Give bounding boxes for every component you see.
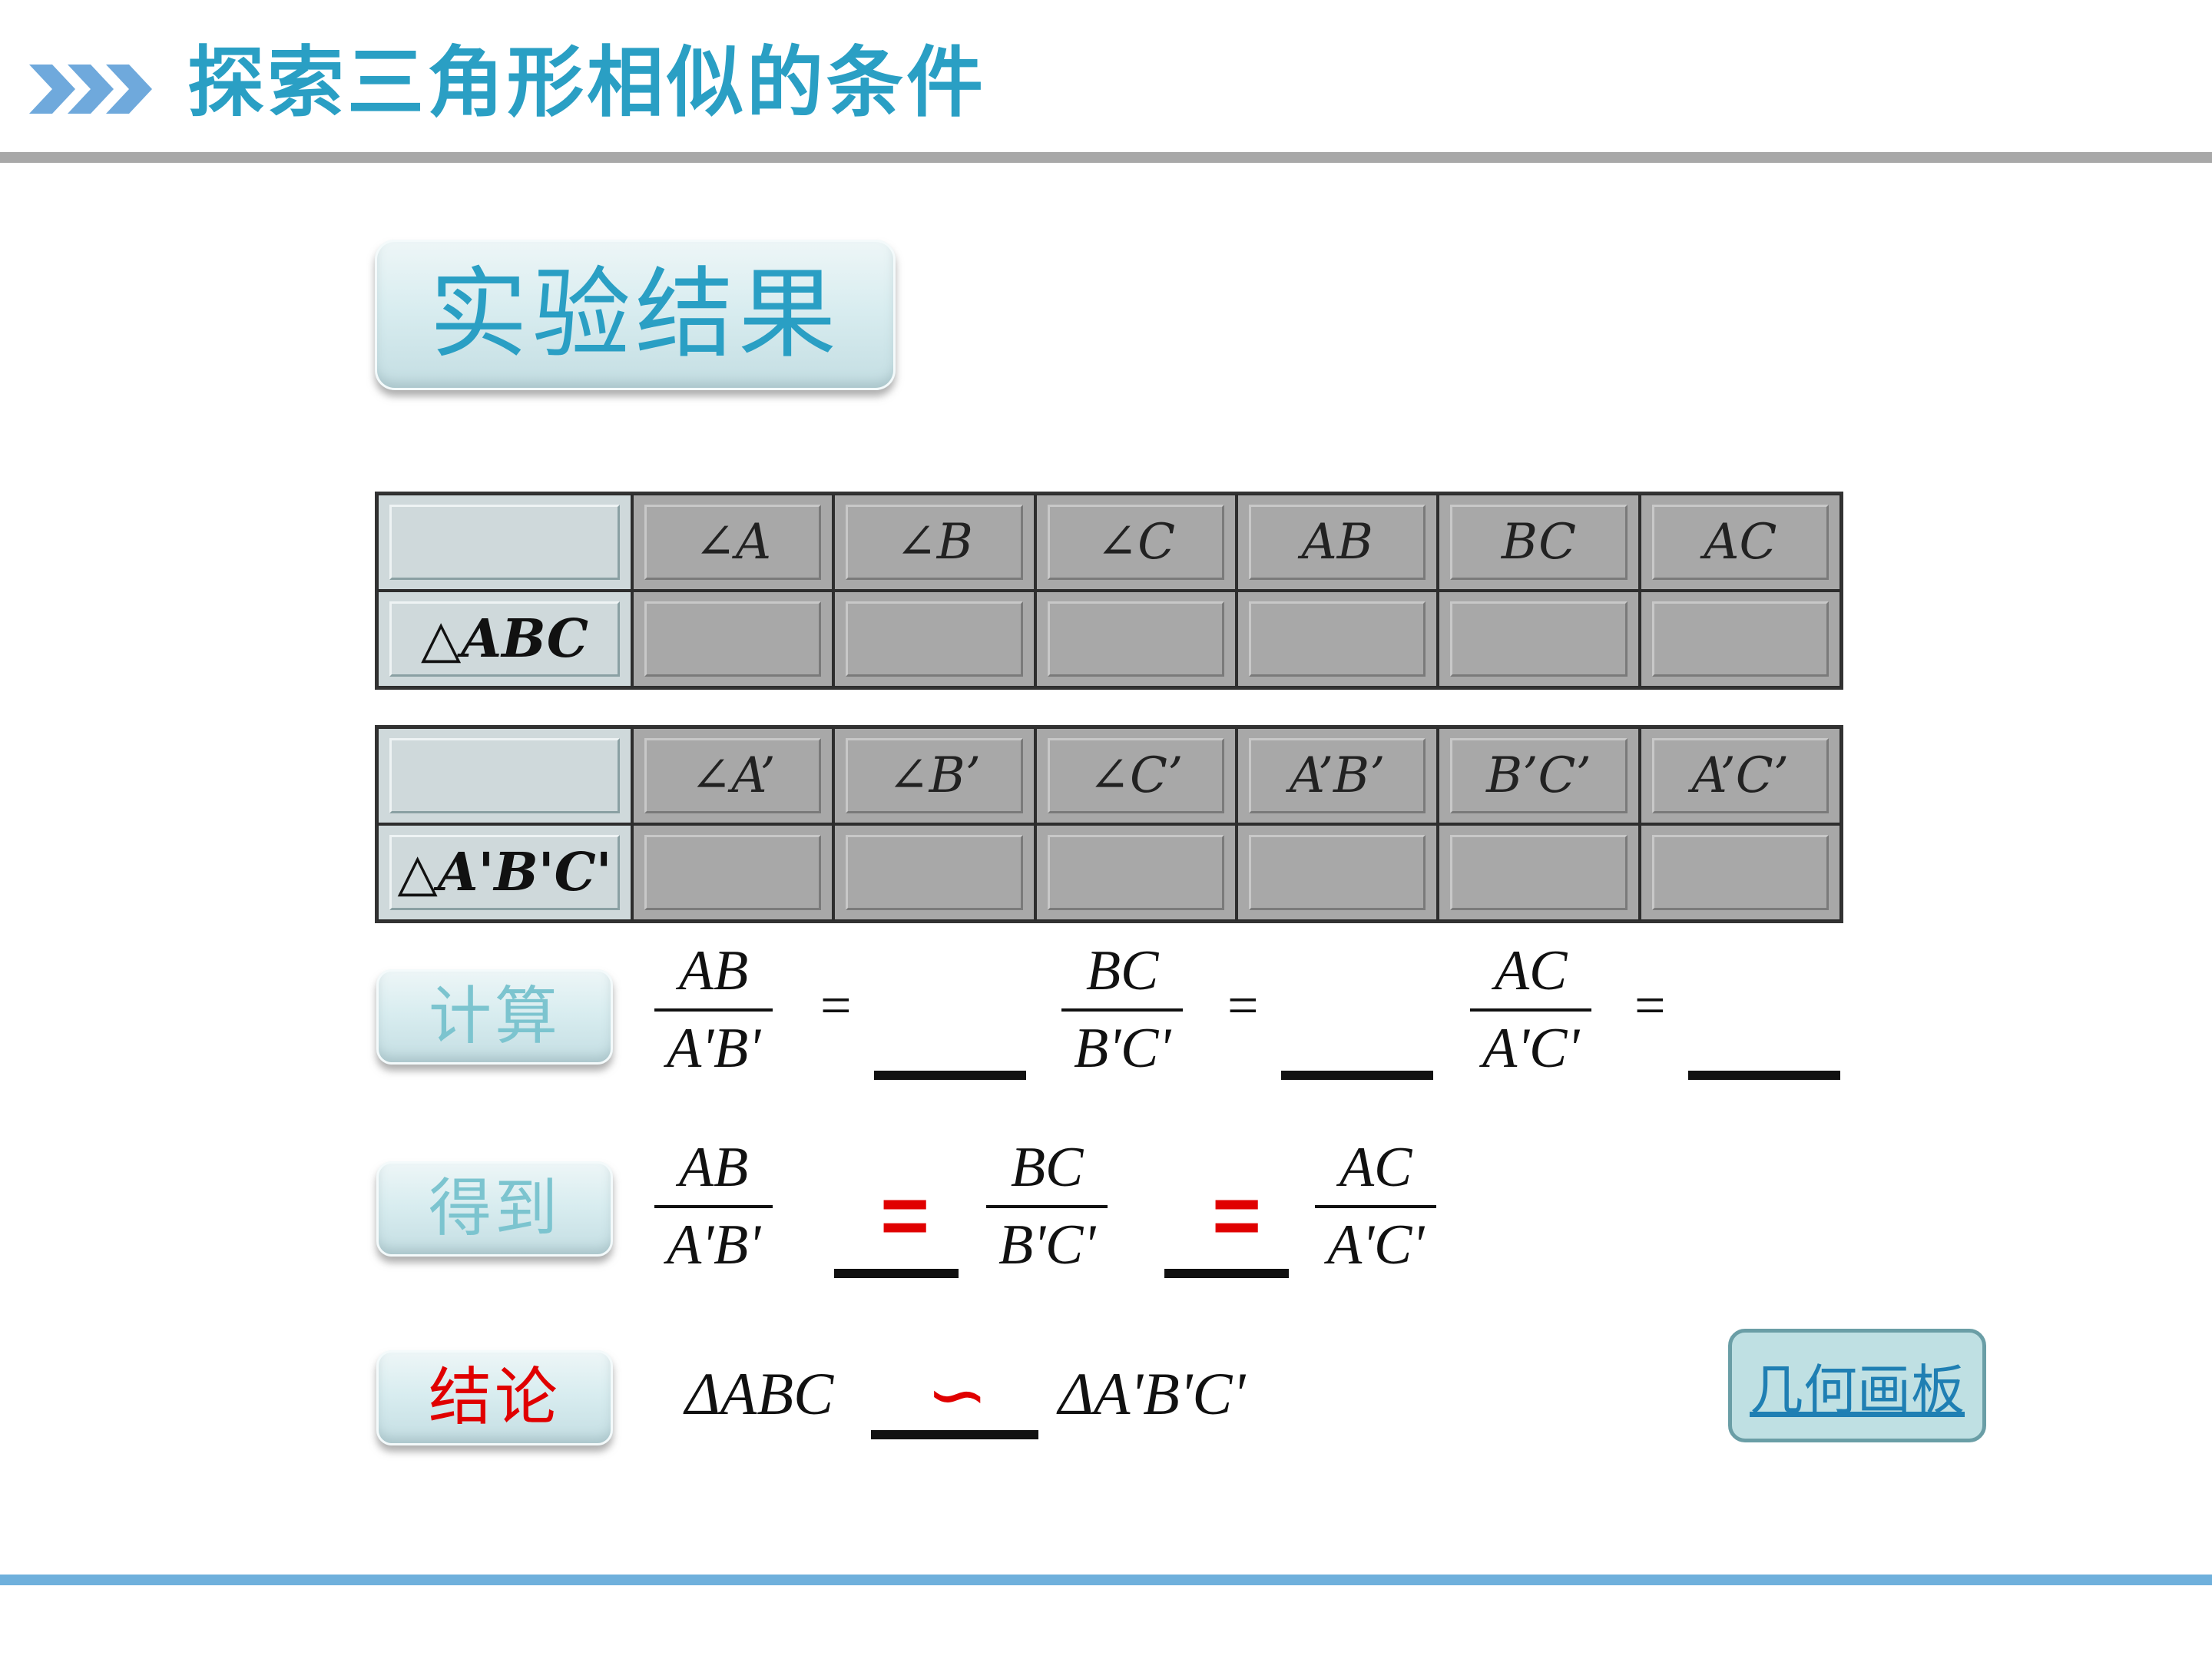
section-title: 实验结果 [375,240,896,390]
calc-equals: = [820,975,852,1036]
footer-divider [0,1575,2212,1585]
table-header-cell: B’C’ [1438,727,1640,824]
obtain-blank-2[interactable] [1164,1269,1289,1278]
similar-sign: ∽ [926,1352,988,1438]
calc-answer-blank-1[interactable] [874,1071,1026,1080]
obtain-equals-red: = [880,1168,930,1263]
table-value-cell[interactable] [1438,824,1640,921]
table-header-cell: A’B’ [1237,727,1439,824]
table-a-prime: ∠A’ ∠B’ ∠C’ A’B’ B’C’ A’C’ △A'B'C' [375,725,1843,923]
header-divider [0,152,2212,163]
conclusion-right-triangle: ΔA'B'C' [1058,1360,1246,1427]
table-abc: ∠A ∠B ∠C AB BC AC △ABC [375,492,1843,690]
table-value-cell[interactable] [632,591,834,687]
table-header-cell: ∠A’ [632,727,834,824]
calc-answer-blank-2[interactable] [1281,1071,1433,1080]
calc-equals: = [1227,975,1259,1036]
table-corner-cell [377,727,632,824]
table-header-cell: ∠B [833,494,1035,591]
geometry-sketchpad-link[interactable]: 几何画板 [1728,1329,1986,1442]
table-header-cell: ∠C’ [1035,727,1237,824]
page-title: 探索三角形相似的条件 [187,38,986,127]
table-row-label: △A'B'C' [377,824,632,921]
calc-button[interactable]: 计算 [376,969,613,1065]
table-value-cell[interactable] [1035,824,1237,921]
table-value-cell[interactable] [1237,591,1439,687]
conclusion-blank[interactable] [871,1430,1038,1439]
table-header-cell: BC [1438,494,1640,591]
triple-chevron-right-icon [29,65,152,114]
table-corner-cell [377,494,632,591]
obtain-blank-1[interactable] [834,1269,959,1278]
obtain-button[interactable]: 得到 [376,1161,613,1257]
table-header-cell: AC [1639,494,1841,591]
table-value-cell[interactable] [1438,591,1640,687]
calc-equals: = [1634,975,1666,1036]
obtain-equals-red: = [1212,1168,1262,1263]
table-value-cell[interactable] [833,824,1035,921]
table-header-cell: ∠A [632,494,834,591]
conclusion-left-triangle: ΔABC [685,1360,834,1427]
table-value-cell[interactable] [833,591,1035,687]
calc-answer-blank-3[interactable] [1688,1071,1840,1080]
table-value-cell[interactable] [1035,591,1237,687]
table-header-cell: ∠C [1035,494,1237,591]
table-row-label: △ABC [377,591,632,687]
table-value-cell[interactable] [1237,824,1439,921]
table-value-cell[interactable] [1639,824,1841,921]
table-value-cell[interactable] [632,824,834,921]
conclusion-button[interactable]: 结论 [376,1350,613,1445]
table-value-cell[interactable] [1639,591,1841,687]
table-header-cell: AB [1237,494,1439,591]
table-header-cell: ∠B’ [833,727,1035,824]
table-header-cell: A’C’ [1639,727,1841,824]
